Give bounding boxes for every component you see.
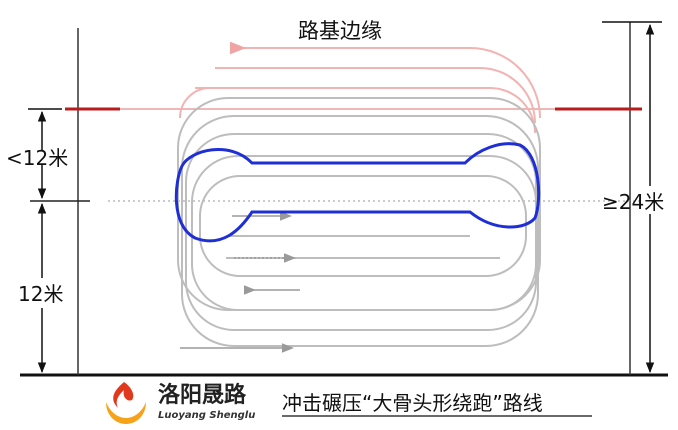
label-12m: 12米	[18, 282, 63, 306]
label-at-least-24m: ≥24米	[602, 190, 664, 214]
bone-route-path	[174, 142, 541, 243]
upper-route-loops	[179, 47, 541, 134]
brand-name-cn: 洛阳晟路	[158, 382, 247, 408]
flame-logo-icon	[106, 382, 146, 424]
label-less-than-12m: <12米	[6, 146, 68, 170]
brand-name-en: Luoyang Shenglu	[158, 410, 255, 421]
diagram-caption: 冲击碾压“大骨头形绕跑”路线	[282, 391, 543, 415]
label-roadbed-edge: 路基边缘	[298, 19, 382, 43]
